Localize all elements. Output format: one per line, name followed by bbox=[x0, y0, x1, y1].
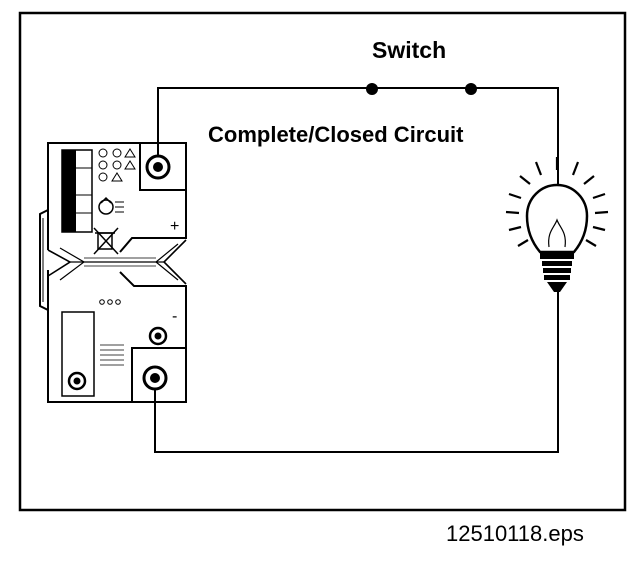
switch-label: Switch bbox=[372, 37, 446, 63]
negative-terminal bbox=[142, 365, 168, 391]
label-plug bbox=[67, 371, 87, 391]
switch-contact-icon bbox=[465, 83, 477, 95]
minus-sign: - bbox=[172, 308, 177, 325]
circuit-label: Complete/Closed Circuit bbox=[208, 122, 464, 147]
file-caption: 12510118.eps bbox=[446, 521, 584, 546]
positive-terminal bbox=[145, 154, 171, 180]
cell-plug bbox=[148, 326, 168, 346]
battery-icon bbox=[39, 142, 187, 403]
plus-sign: + bbox=[170, 218, 179, 235]
diagram-frame bbox=[18, 11, 627, 512]
vent-holes bbox=[99, 299, 121, 305]
switch-contact-icon bbox=[366, 83, 378, 95]
recycle-icon bbox=[98, 196, 124, 215]
light-bulb-icon bbox=[505, 157, 609, 292]
crossed-bin-icon bbox=[93, 227, 119, 255]
